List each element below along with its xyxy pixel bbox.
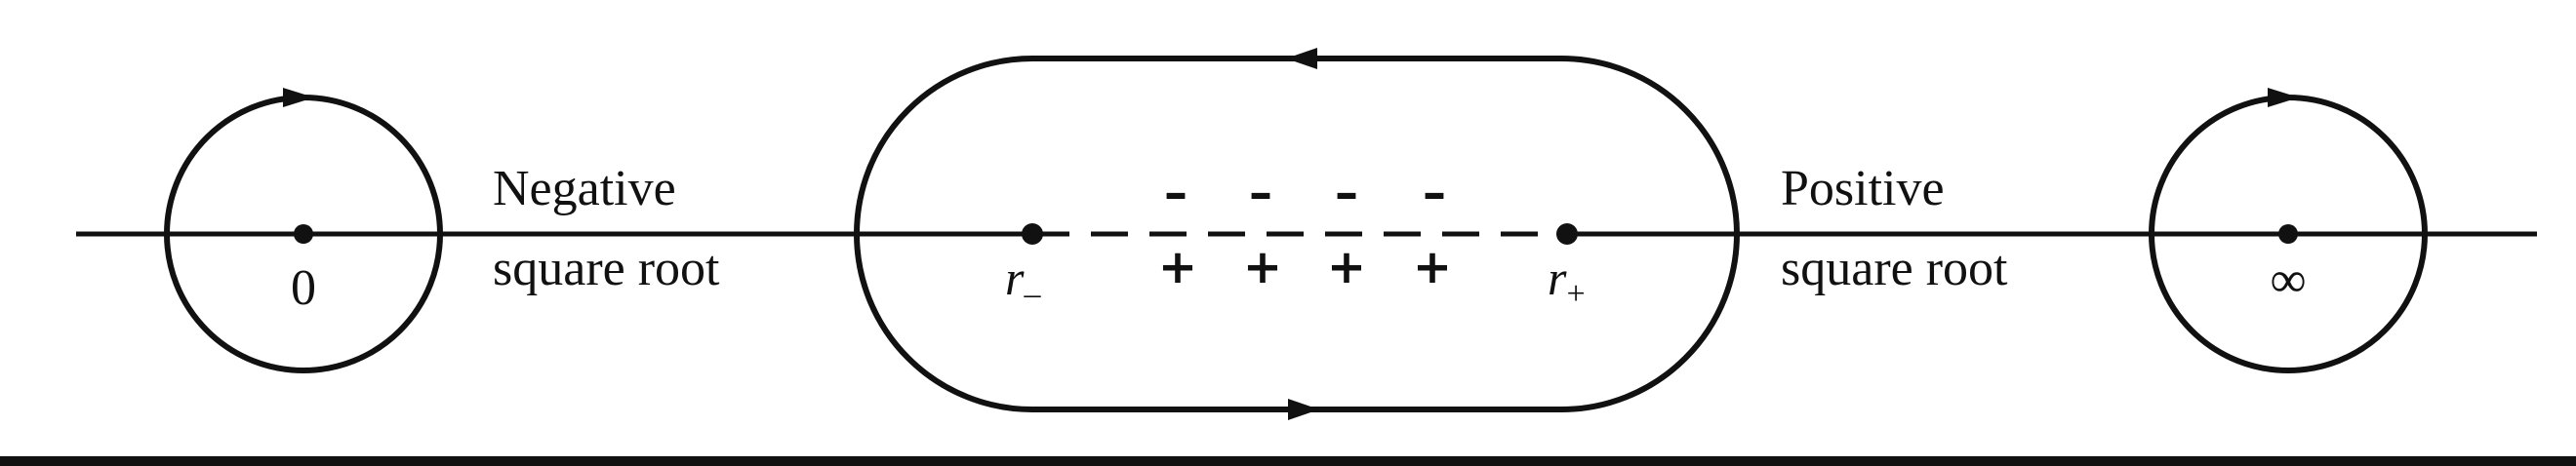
stadium-contour [854, 56, 1740, 412]
label-r-plus-base: r [1548, 251, 1567, 305]
label-r-plus-sub: + [1566, 276, 1585, 312]
plus-sign: + [1158, 240, 1197, 294]
label-negative-line1: Negative [493, 161, 676, 216]
minus-sign: – [1249, 166, 1272, 220]
arrow-icon-bottom-right [1288, 399, 1319, 420]
minus-signs: – – – – [1164, 166, 1446, 220]
label-infinity: ∞ [2270, 252, 2306, 308]
arrow-icon-zero-circle [283, 88, 314, 107]
label-r-minus-sub: – [1023, 276, 1041, 312]
arrow-icon-top-left [1286, 48, 1317, 69]
label-r-plus: r+ [1548, 251, 1586, 312]
point-r-minus [1022, 223, 1043, 245]
label-zero: 0 [291, 260, 316, 316]
minus-sign: – [1423, 166, 1446, 220]
plus-sign: + [1413, 240, 1452, 294]
plus-sign: + [1327, 240, 1366, 294]
label-r-minus: r– [1005, 251, 1041, 312]
plus-signs: + + + + [1158, 240, 1452, 294]
label-negative-line2: square root [493, 241, 720, 296]
point-r-plus [1556, 223, 1578, 245]
minus-sign: – [1164, 166, 1187, 220]
point-zero [294, 224, 313, 244]
bottom-border [0, 456, 2576, 466]
label-positive-line2: square root [1781, 241, 2008, 296]
minus-sign: – [1335, 166, 1358, 220]
plus-sign: + [1243, 240, 1282, 294]
label-positive-line1: Positive [1781, 161, 1945, 216]
point-infinity [2278, 224, 2298, 244]
arrow-icon-infinity-circle [2268, 88, 2299, 107]
label-r-minus-base: r [1005, 251, 1025, 305]
